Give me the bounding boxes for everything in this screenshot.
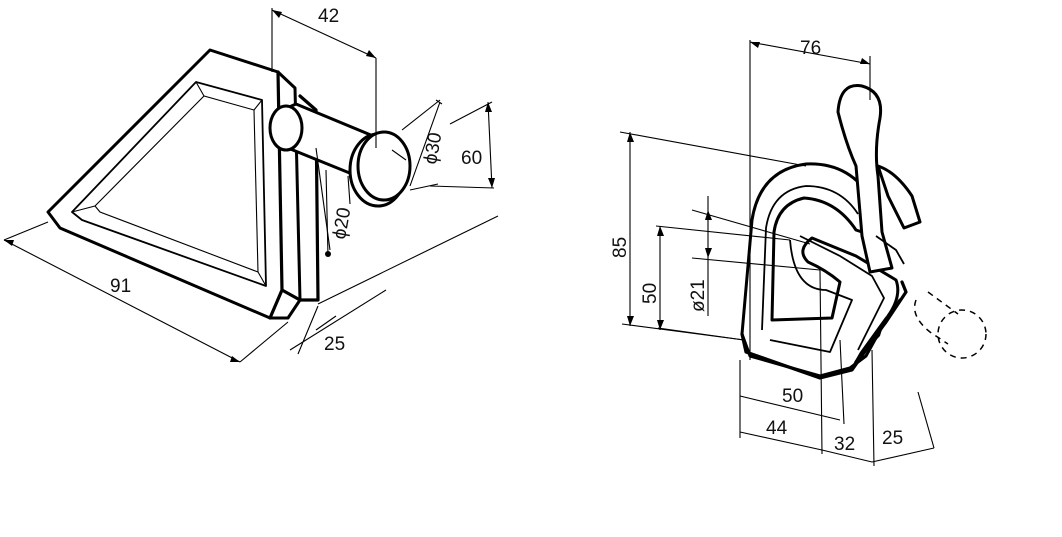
left-frame-outer	[46, 48, 302, 320]
dim-25-left: 25	[289, 215, 499, 355]
right-lever	[836, 84, 894, 274]
dim-91-label: 91	[110, 276, 131, 297]
dim-phi20-label: ϕ20	[329, 206, 355, 241]
dim-25-left-label: 25	[324, 334, 345, 355]
left-part: 42 ϕ30 60 ϕ20 91 25	[3, 6, 499, 363]
dim-base-50-label: 50	[782, 386, 803, 407]
dim-42-label: 42	[318, 6, 339, 27]
dim-60: 60	[429, 101, 495, 189]
dim-base-44-label: 44	[766, 418, 788, 439]
dim-25-right-label: 25	[882, 428, 903, 449]
left-frame-window	[71, 81, 267, 287]
dim-dia21: ø21	[688, 196, 821, 316]
dim-76-label: 76	[800, 38, 821, 59]
dim-76: 76	[749, 38, 871, 360]
left-pin-collar	[268, 104, 304, 152]
dim-phi30-label: ϕ30	[420, 131, 446, 166]
left-frame-back	[298, 94, 320, 302]
dim-dia21-label: ø21	[688, 279, 709, 312]
dim-base: 50 44 32 25	[739, 269, 935, 467]
dim-50-vertical: 50	[640, 225, 791, 341]
dim-42: 42	[271, 6, 377, 148]
right-part: 76 85 50 ø21 50	[610, 38, 987, 467]
right-body-outer	[740, 162, 900, 378]
right-body-inner	[761, 185, 859, 331]
dim-60-label: 60	[461, 148, 482, 169]
right-pin-hidden	[913, 291, 987, 359]
dim-91: 91	[3, 221, 289, 363]
dim-50-vertical-label: 50	[640, 283, 661, 304]
dim-85-label: 85	[610, 237, 631, 258]
left-frame-window-inner	[94, 95, 259, 273]
dim-base-32-label: 32	[834, 434, 855, 455]
left-pin-head	[356, 130, 412, 202]
